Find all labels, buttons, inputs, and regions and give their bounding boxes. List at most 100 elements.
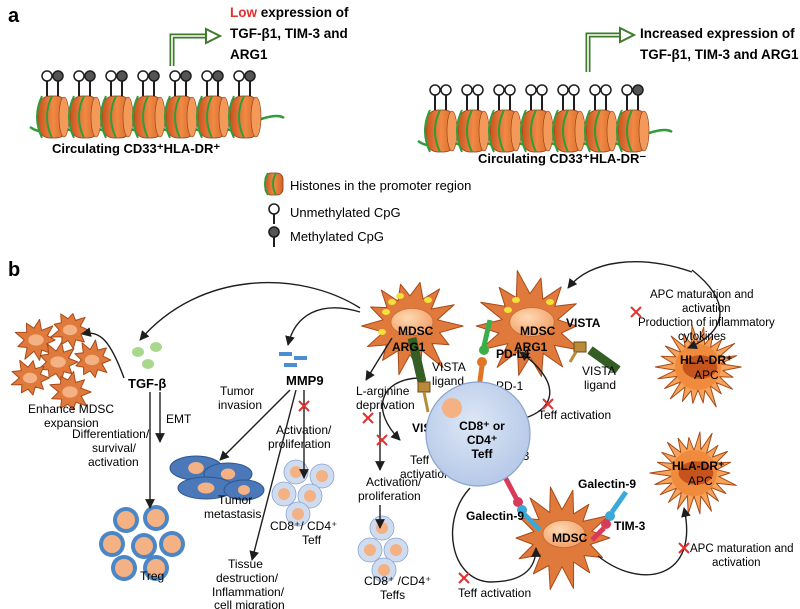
- histone-icon: [164, 70, 198, 139]
- arrow-apc-loop-bottom: [597, 507, 691, 576]
- enhance-line1: Enhance MDSC: [28, 402, 114, 416]
- treg-cell-icon: [99, 531, 125, 557]
- unmethylated-cpg-icon: [621, 84, 633, 96]
- tissue-line2: destruction/: [216, 571, 279, 585]
- methylated-cpg-icon: [180, 70, 192, 82]
- unmethylated-cpg-icon: [504, 84, 516, 96]
- histone-icon: [196, 70, 230, 139]
- unmethylated-cpg-icon: [461, 84, 473, 96]
- legend-histones: Histones in the promoter region: [290, 178, 471, 193]
- vista-label-right: VISTA: [566, 316, 601, 330]
- apc-mat-line2: activation: [682, 303, 731, 315]
- low-rest: expression of: [257, 5, 349, 20]
- small-mdsc-icon: [14, 318, 56, 361]
- arrow-mmp9-to-tumor: [219, 389, 291, 461]
- arrow-tgfb-to-enhance: [81, 327, 125, 379]
- treg-cell-icon: [143, 555, 169, 581]
- unmethylated-cpg-icon: [472, 84, 484, 96]
- teff-cell-icon: [309, 463, 335, 489]
- mdsc-label-3: MDSC: [552, 531, 588, 545]
- tumor-invasion-line2: invasion: [218, 398, 262, 412]
- galectin9-left-icon: [522, 512, 542, 532]
- treg-label: Treg: [140, 569, 164, 583]
- increased-expression-line1: Increased expression of: [640, 26, 795, 41]
- mmp9-molecules-icon: [279, 352, 307, 367]
- small-mdsc-icon: [49, 370, 92, 411]
- tumor-metastasis-line2: metastasis: [204, 507, 261, 521]
- apc-top-hladr: HLA-DR⁺: [680, 353, 732, 367]
- methylated-cpg-icon: [268, 226, 280, 247]
- emt-label: EMT: [166, 412, 192, 426]
- small-mdsc-icon: [50, 313, 89, 349]
- histone-icon: [552, 84, 586, 153]
- mdsc-cell: [361, 281, 464, 376]
- vista-ligand-right-line2: ligand: [584, 378, 616, 392]
- apc-mat-line1: APC maturation and: [650, 289, 754, 301]
- low-transcription-arrow: [169, 27, 223, 66]
- pdl1-label: PD-L1: [496, 347, 531, 361]
- panel-b-label: b: [8, 259, 20, 281]
- diff-line2: survival/: [92, 441, 137, 455]
- tissue-line3: Inflammation/: [212, 585, 285, 599]
- teff-left-line1: CD8⁺/ CD4⁺: [270, 519, 337, 533]
- center-line1: CD8⁺ or: [459, 419, 505, 433]
- unmethylated-cpg-icon: [440, 84, 452, 96]
- histone-icon: [424, 84, 458, 153]
- vista-ligand-right-line1: VISTA: [582, 364, 616, 378]
- arg1-label-2: ARG1: [514, 340, 548, 354]
- pd1-tip-icon: [477, 357, 487, 367]
- arrow-arg1-to-larg: [365, 337, 393, 381]
- mdsc-label-2: MDSC: [520, 324, 556, 338]
- teff-cell-icon: [357, 537, 383, 563]
- small-mdsc-icon: [10, 359, 50, 396]
- histone-icon: [68, 70, 102, 139]
- apc-cell: [654, 324, 742, 408]
- apc-bottom-hladr: HLA-DR⁺: [672, 459, 724, 473]
- unmethylated-cpg-icon: [429, 84, 441, 96]
- unmethylated-cpg-icon: [169, 70, 181, 82]
- mdsc-cell: [475, 270, 581, 377]
- unmethylated-cpg-icon: [536, 84, 548, 96]
- low-expression-line2: TGF-β1, TIM-3 and: [230, 26, 348, 41]
- histone-legend-icon: [264, 172, 284, 196]
- tumor-cell-icon: [177, 476, 235, 500]
- treg-cell-icon: [113, 507, 139, 533]
- vista-pair-left: [407, 337, 431, 413]
- vista-ligand-left-line2: ligand: [432, 374, 464, 388]
- apc-bottom-apc: APC: [688, 474, 713, 488]
- teff-middle-line1: CD8⁺ /CD4⁺: [364, 574, 431, 588]
- arrow-mmp9-to-tissue: [249, 389, 297, 561]
- teff-act-left-line2: activation: [400, 467, 451, 481]
- methylated-cpg-icon: [244, 70, 256, 82]
- tumor-cell-icon: [223, 479, 265, 501]
- galectin9-right-icon: [609, 490, 629, 514]
- low-expression-line1: Low expression of: [230, 5, 349, 20]
- apc-cell: [649, 431, 737, 515]
- inhibition-x-icon: [542, 398, 554, 410]
- methylated-cpg-icon: [212, 70, 224, 82]
- teff-cell-icon: [297, 483, 323, 509]
- larg-line2: deprivation: [356, 398, 415, 412]
- arrow-pd1-loop: [517, 351, 551, 421]
- increased-expression-line2: TGF-β1, TIM-3 and ARG1: [640, 47, 799, 62]
- inhibition-x-icon: [362, 412, 374, 424]
- mmp9-label: MMP9: [286, 373, 324, 388]
- methylated-cpg-icon: [52, 70, 64, 82]
- histone-icon: [456, 84, 490, 153]
- inhibition-x-icon: [678, 542, 690, 554]
- vista-receptor-right-icon: [587, 346, 621, 374]
- vista-pair-right: [568, 341, 621, 374]
- right-array-caption: Circulating CD33⁺HLA-DR⁻: [478, 151, 646, 166]
- act-prolif2-line1: Activation/: [366, 475, 422, 489]
- methylated-cpg-icon: [84, 70, 96, 82]
- apc-top-apc: APC: [694, 368, 719, 382]
- unmethylated-cpg-icon: [73, 70, 85, 82]
- unmethylated-cpg-icon: [493, 84, 505, 96]
- teff-activation-right: Teff activation: [538, 408, 611, 422]
- arrow-apc-loop-top: [687, 269, 721, 350]
- center-line3: Teff: [471, 447, 493, 461]
- unmethylated-cpg-icon: [137, 70, 149, 82]
- teff-cell-icon: [285, 501, 311, 527]
- arrow-vista-loop: [381, 377, 419, 441]
